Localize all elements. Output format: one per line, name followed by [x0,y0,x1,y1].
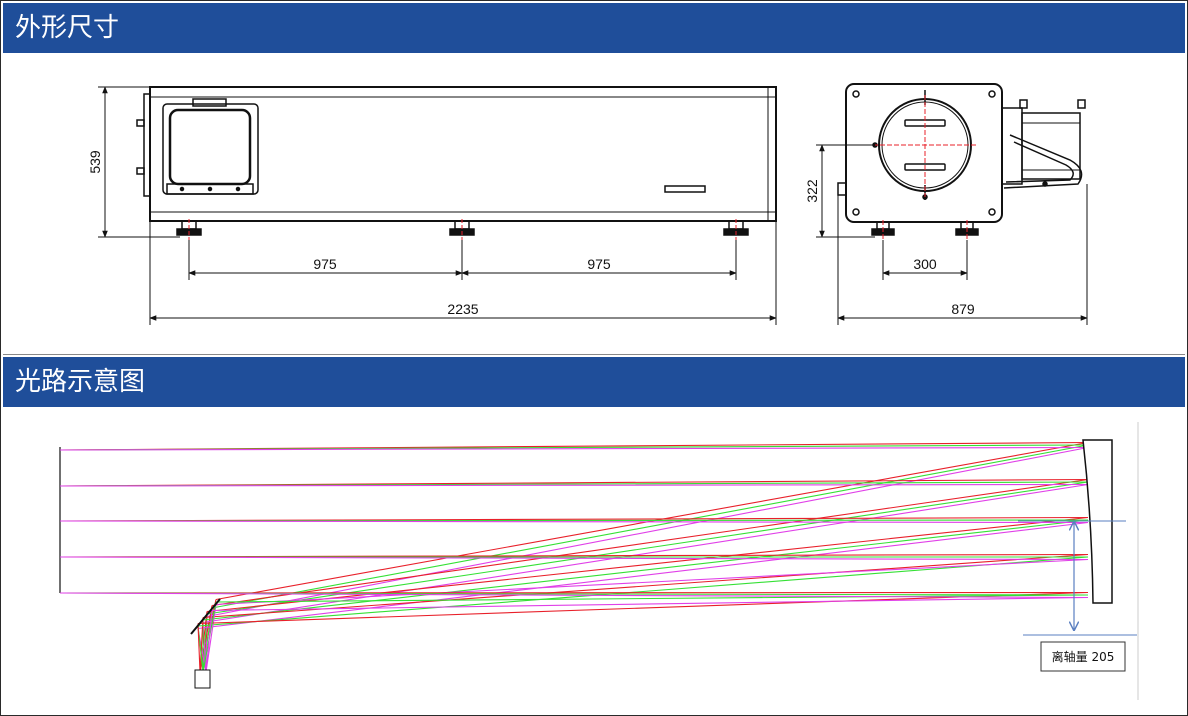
ray-to-focus [199,617,204,673]
light-source-box [162,98,259,195]
ray-reflected [202,519,1089,621]
dim-foot-spacing-left: 975 [313,256,337,272]
ray-incoming [59,556,1089,561]
ray-reflected [197,521,1089,630]
ray-reflected [197,591,1089,625]
collimator-body [149,86,777,222]
end-plate [845,83,1003,223]
ray-reflected [211,444,1089,609]
dim-foot-spacing-right: 975 [587,256,611,272]
section-title-dimensions: 外形尺寸 [15,13,120,43]
ray-reflected [202,483,1089,624]
ray-reflected [197,556,1089,627]
offaxis-label: 离轴量 205 [1052,649,1115,664]
ray-to-focus [205,610,213,673]
ray-incoming [59,483,1089,487]
ray-to-focus [197,623,201,673]
ray-reflected [206,446,1089,618]
end-view-dimension-lines [816,144,1088,325]
ray-reflected [206,516,1089,613]
label-plate [664,185,706,193]
end-feet [871,221,979,236]
ray-to-focus [205,604,217,673]
ray-reflected [215,441,1089,601]
dim-length-overall: 2235 [447,301,478,317]
ray-reflected [211,478,1089,607]
ray-incoming [59,520,1089,524]
dim-foot-spacing-end: 300 [913,256,937,272]
section-header-dimensions: 外形尺寸 [3,3,1185,53]
ray-reflected [206,481,1089,615]
ray-traces [59,441,1089,673]
section-header-optical-path: 光路示意图 [3,357,1185,407]
optical-path-diagram: 离轴量 205 [59,422,1139,700]
ray-reflected [202,553,1089,619]
ray-incoming [59,592,1089,599]
fold-mirror [190,598,221,635]
end-view-drawing [837,83,1086,236]
side-view-drawing [136,86,777,240]
end-view-centerlines [873,95,977,240]
dim-axis-height: 322 [804,179,820,203]
ray-reflected [215,558,1089,606]
ray-incoming [59,446,1089,451]
ray-reflected [215,594,1089,603]
ray-reflected [211,596,1089,612]
focal-plane-stop [194,669,211,689]
section-title-optical-path: 光路示意图 [15,367,146,397]
offaxis-label-box [1040,641,1126,672]
side-view-dimension-lines [98,86,777,325]
dim-height-overall: 539 [87,150,103,174]
dim-width-overall: 879 [951,301,975,317]
section-divider [3,354,1185,355]
